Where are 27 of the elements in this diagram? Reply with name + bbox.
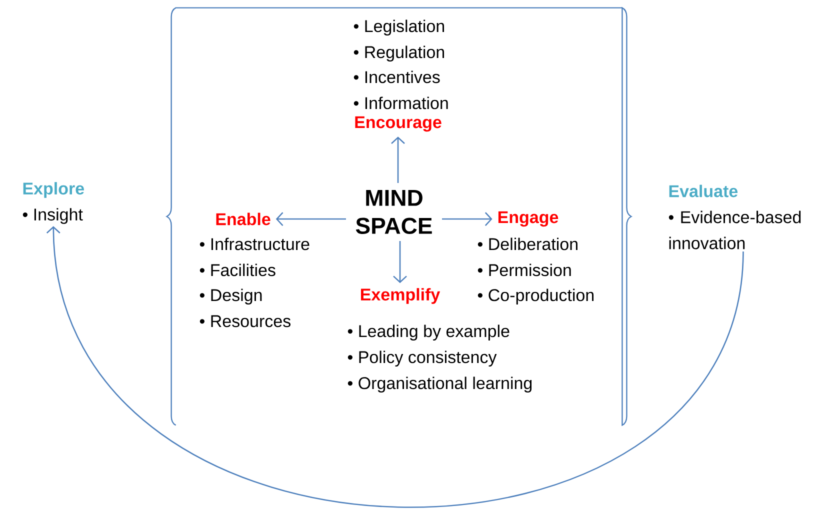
heading: Enable <box>216 212 270 226</box>
arrow <box>442 212 492 226</box>
heading: Exemplify <box>361 288 440 304</box>
stage-label: Explore • Insight <box>22 182 84 224</box>
bullet-item: • Incentives <box>354 70 440 84</box>
heading: Engage <box>498 211 558 227</box>
bullet-item: • Organisational learning <box>348 376 532 393</box>
bullet-item: • Policy consistency <box>348 350 497 367</box>
bullet-item: • Facilities <box>200 264 276 276</box>
bullet-item: • Leading by example <box>348 324 510 341</box>
bullet-item: • Resources <box>200 315 290 328</box>
arrow <box>276 212 346 226</box>
arrow <box>46 226 744 508</box>
arrow <box>393 241 407 284</box>
bullet-item: • Deliberation <box>478 238 578 250</box>
arrow <box>391 136 405 183</box>
heading: Encourage <box>355 116 442 132</box>
bullet-item: • Legislation <box>354 20 444 36</box>
bullet-item: • Co-production <box>478 288 594 305</box>
bullet-item: • Design <box>200 288 262 305</box>
frame <box>166 7 632 426</box>
title-text: MIND SPACE <box>356 190 432 234</box>
bullet-item: • Permission <box>478 264 571 276</box>
stage-label: Evaluate • Evidence-based innovation <box>668 184 801 250</box>
bullet-item: • Information <box>354 96 448 110</box>
bullet-item: • Regulation <box>354 46 444 62</box>
bullet-item: • Infrastructure <box>200 238 310 250</box>
